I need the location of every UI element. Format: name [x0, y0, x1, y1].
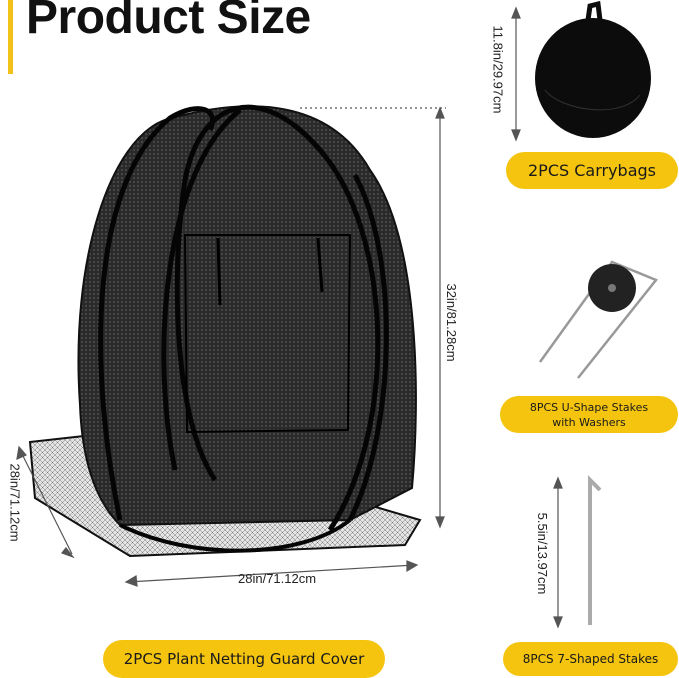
carrybag-size-label: 11.8in/29.97cm	[490, 25, 506, 114]
cover-label: 2PCS Plant Netting Guard Cover	[103, 640, 385, 678]
stake-size-label: 5.5in/13.97cm	[535, 512, 550, 595]
door-zipper	[183, 234, 352, 434]
u-stakes-text-line2: with Washers	[552, 415, 626, 429]
carrybag-dimension-line	[511, 6, 521, 142]
stake-dimension-line	[553, 476, 563, 629]
width-dimension-line	[124, 560, 419, 587]
carrybags-label: 2PCS Carrybags	[506, 152, 678, 189]
height-dimension-line	[300, 106, 446, 529]
width-label: 28in/71.12cm	[238, 571, 317, 586]
u-stake-image	[538, 260, 659, 379]
washer-image	[588, 264, 636, 312]
page-title: Product Size	[26, 0, 311, 44]
carrybag-image	[535, 0, 651, 138]
tent-mesh-body	[77, 105, 417, 527]
cover-text: 2PCS Plant Netting Guard Cover	[123, 650, 365, 668]
depth-dimension-line	[16, 445, 75, 559]
seven-stakes-label: 8PCS 7-Shaped Stakes	[503, 642, 678, 676]
height-label: 32in/81.28cm	[444, 283, 459, 362]
tent-frame	[98, 104, 389, 553]
u-stakes-text-line1: 8PCS U-Shape Stakes	[529, 400, 649, 414]
seven-stakes-text: 8PCS 7-Shaped Stakes	[522, 652, 659, 666]
carrybags-text: 2PCS Carrybags	[527, 161, 656, 180]
title-accent-bar	[8, 0, 13, 74]
depth-label: 28in/71.12cm	[7, 463, 23, 542]
u-stakes-label: 8PCS U-Shape Stakes with Washers	[500, 396, 678, 433]
seven-stake-image	[588, 475, 602, 625]
